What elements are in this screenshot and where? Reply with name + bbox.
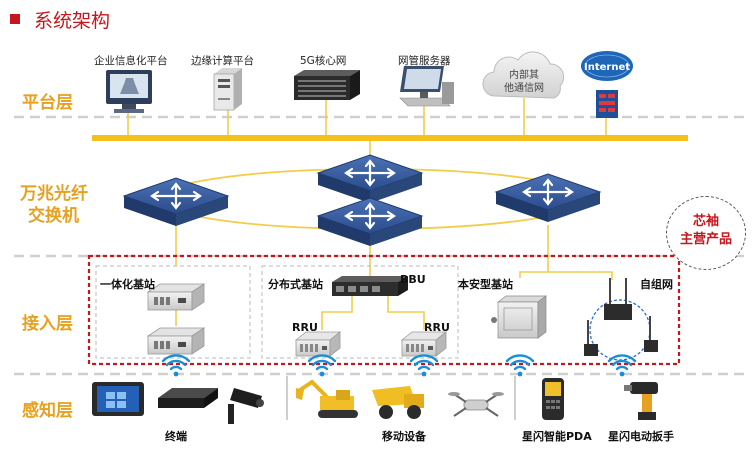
rru-right-label: RRU bbox=[424, 321, 450, 334]
distributed-label: 分布式基站 bbox=[268, 278, 323, 291]
tablet-icon bbox=[92, 382, 144, 416]
layer-separators bbox=[14, 115, 750, 376]
badge-line1: 芯袖 bbox=[692, 214, 719, 229]
switch-bottom bbox=[316, 196, 424, 248]
internal-net-line1: 内部其 bbox=[509, 68, 539, 81]
nms-workstation-icon bbox=[399, 66, 454, 107]
pda-label: 星闪智能PDA bbox=[522, 430, 592, 443]
integrated-label: 一体化基站 bbox=[100, 278, 155, 291]
rru-right-icon bbox=[401, 331, 447, 357]
distributed-group bbox=[261, 265, 459, 359]
main-product-badge: 芯袖 主营产品 bbox=[666, 196, 746, 270]
product-boundary bbox=[87, 254, 681, 366]
server-tower-icon bbox=[213, 68, 242, 111]
edge-platform-label: 边缘计算平台 bbox=[191, 55, 254, 67]
switch-right bbox=[494, 172, 602, 224]
integrated-base-station-bottom bbox=[147, 327, 205, 355]
sensing-divider-1 bbox=[286, 376, 288, 420]
computer-icon bbox=[106, 70, 152, 113]
intrinsic-label: 本安型基站 bbox=[458, 278, 513, 291]
rack-server-icon bbox=[294, 70, 360, 100]
layer-switch-line2: 交换机 bbox=[28, 206, 79, 226]
set-top-box-icon bbox=[158, 388, 218, 408]
layer-platform: 平台层 bbox=[22, 93, 73, 113]
layer-switch-line1: 万兆光纤 bbox=[20, 184, 88, 204]
rru-left-icon bbox=[295, 331, 341, 357]
drone-icon bbox=[448, 392, 504, 417]
mesh-label: 自组网 bbox=[640, 278, 673, 291]
title-marker bbox=[10, 14, 20, 24]
camera-icon bbox=[228, 388, 264, 424]
firewall-icon bbox=[596, 90, 618, 118]
layer-sensing: 感知层 bbox=[22, 401, 73, 421]
nms-label: 网管服务器 bbox=[398, 55, 451, 67]
cloud-icon bbox=[482, 51, 565, 99]
backbone-bus bbox=[92, 135, 688, 141]
page-title: 系统架构 bbox=[34, 10, 111, 32]
bbu-unit-icon bbox=[332, 276, 408, 296]
integrated-group bbox=[95, 265, 251, 359]
integrated-base-station-top bbox=[147, 283, 205, 311]
pda-icon bbox=[542, 378, 564, 420]
sensing-divider-2 bbox=[514, 376, 516, 420]
rru-left-label: RRU bbox=[292, 321, 318, 334]
excavator-icon bbox=[296, 379, 358, 418]
layer-access: 接入层 bbox=[22, 314, 73, 334]
terminal-label: 终端 bbox=[165, 430, 187, 443]
intrinsic-base-station-icon bbox=[491, 295, 548, 339]
wifi-icon-2 bbox=[307, 354, 337, 378]
wrench-label: 星闪电动扳手 bbox=[608, 430, 674, 443]
internet-globe-icon bbox=[581, 51, 633, 81]
electric-wrench-icon bbox=[624, 382, 658, 420]
platform-droplines bbox=[127, 98, 607, 163]
mining-truck-icon bbox=[372, 386, 424, 419]
enterprise-platform-label: 企业信息化平台 bbox=[94, 55, 168, 67]
core-5g-label: 5G核心网 bbox=[300, 55, 347, 67]
switch-top bbox=[316, 153, 424, 205]
internal-net-line2: 他通信网 bbox=[504, 81, 544, 94]
bbu-label: BBU bbox=[400, 273, 426, 286]
mobile-equipment-label: 移动设备 bbox=[382, 430, 426, 443]
badge-line2: 主营产品 bbox=[679, 232, 732, 247]
internet-label: Internet bbox=[584, 62, 630, 73]
